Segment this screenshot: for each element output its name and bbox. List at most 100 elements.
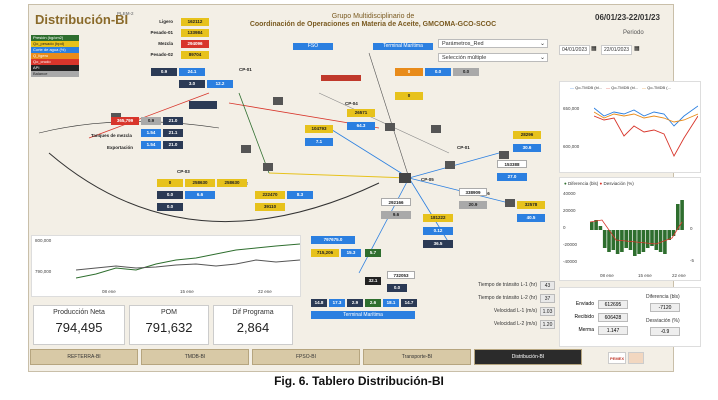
transit-label: Velocidad L-1 (m/s) [493, 308, 537, 314]
tab-refterra-bi[interactable]: REFTERRA-BI [30, 349, 138, 365]
platform-icon [445, 161, 455, 169]
multi-select[interactable]: Selección múltiple⌄ [438, 53, 548, 62]
pipeline-red [88, 92, 210, 139]
desviacion-line [589, 219, 683, 245]
tab-transporte-bi[interactable]: Transporte-BI [363, 349, 471, 365]
chevron-down-icon: ⌄ [539, 55, 545, 61]
value-box: 0.0 [387, 284, 407, 292]
value-box: 24.1 [179, 68, 205, 76]
trend-series-dark [76, 259, 300, 271]
tab-fpso-bi[interactable]: FPSO-BI [252, 349, 360, 365]
date-to-input[interactable]: 22/01/2023 [601, 45, 633, 55]
diferencia-bar [650, 230, 654, 246]
value-box: 0 [395, 92, 423, 100]
tank-value-box: 21.1 [163, 129, 183, 137]
value-box: 5.7 [365, 249, 381, 257]
value-box: 20.9 [459, 201, 487, 209]
tank-value-box: 0.9 [141, 117, 161, 125]
chevron-down-icon: ⌄ [539, 41, 545, 47]
line-legend-item: Qo-TMDB (bl... [611, 85, 639, 90]
y-label: 40000 [563, 191, 576, 196]
pipeline-yellow [268, 172, 410, 179]
transit-value: 1.20 [540, 320, 555, 329]
value-box: 26571 [347, 109, 375, 117]
fso-label: FSO [293, 43, 333, 50]
desviacion-label: Desviación (%) [646, 318, 680, 324]
line-series-orange [594, 111, 698, 123]
diferencia-bar [633, 230, 637, 256]
value-box: 7.1 [305, 138, 333, 146]
diferencia-bar [658, 230, 663, 252]
pipeline-arc [48, 152, 380, 222]
transit-value: 1.03 [540, 307, 555, 316]
value-box: 715,206 [311, 249, 339, 257]
terminal-bottom-label: Terminal Marítima [311, 311, 415, 319]
value-box: 8.3 [287, 191, 313, 199]
diferencia-bar [590, 222, 594, 230]
pipeline [318, 92, 450, 154]
value-box: 27.0 [497, 173, 527, 181]
pipeline-blue [358, 177, 410, 274]
tab-distribuci-n-bi[interactable]: Distribución-BI [474, 349, 582, 365]
diferencia-value: -7120 [650, 303, 680, 312]
transit-value: 37 [540, 294, 555, 303]
legend-item: Qo_crudo [31, 59, 79, 65]
tank-value-box: 21.0 [163, 117, 183, 125]
value-box: 0 [157, 179, 183, 187]
param-select[interactable]: Parámetros_Red⌄ [438, 39, 548, 48]
platform-icon [241, 145, 251, 153]
tank-value-box: 1.54 [141, 129, 161, 137]
y-label: 0 [563, 225, 566, 230]
value-box: 258630 [185, 179, 215, 187]
seal-logo [628, 352, 644, 364]
platform-icon [385, 123, 395, 131]
value-box: 0.9 [151, 68, 177, 76]
pipeline-green [238, 92, 270, 174]
value-box: 15.3 [341, 249, 361, 257]
platform-icon [189, 101, 217, 109]
qo-tmdb-line-chart: — Qo-TMDB (bl...— Qo-TMDB (bl...— Qo-TMD… [559, 81, 701, 173]
value-box: 0.12 [423, 227, 453, 235]
transit-label: Tiempo de tránsito L-1 (hr) [477, 282, 537, 288]
diferencia-bar-chart: ● Diferencia (bls) ● Desviación (%) 4000… [559, 177, 701, 281]
platform-icon [399, 173, 411, 183]
calendar-icon[interactable]: ▦ [634, 46, 640, 52]
diferencia-bar [594, 220, 598, 230]
value-box: 36.5 [423, 240, 453, 248]
calendar-icon[interactable]: ▦ [591, 46, 597, 52]
value-box: 12.2 [207, 80, 233, 88]
fso-ship-icon [321, 75, 361, 81]
diferencia-bar [628, 230, 633, 250]
value-box: 64.3 [347, 122, 375, 130]
diferencia-bar [598, 226, 603, 230]
network-map [38, 52, 515, 274]
legend-item: Presión (kg/cm2) [31, 35, 79, 41]
platform-icon [263, 163, 273, 171]
diferencia-bar [607, 230, 611, 252]
value-box: 0.0 [425, 68, 451, 76]
x-label: 15 ene [638, 273, 652, 278]
pipeline [368, 52, 410, 179]
exportacion-label: Exportación [107, 145, 134, 150]
value-box: 222470 [255, 191, 285, 199]
y-label: 790,000 [35, 269, 52, 274]
product-label: Ligero [159, 19, 173, 24]
bottom-value-box: 14.8 [311, 299, 327, 307]
diferencia-bar [611, 230, 616, 250]
y-label: 800,000 [35, 238, 52, 243]
trend-series-green [76, 243, 300, 279]
platform-icon [431, 125, 441, 133]
value-box: 3.0 [179, 80, 205, 88]
date-from-input[interactable]: 04/01/2023 [559, 45, 591, 55]
kpi-dif-programa: Dif Programa 2,864 [213, 305, 293, 345]
line-legend: — Qo-TMDB (bl...— Qo-TMDB (bl...— Qo-TMD… [570, 85, 675, 90]
bottom-value-box: 14.7 [401, 299, 417, 307]
value-box: 797675.0 [311, 236, 355, 244]
tab-tmdb-bi[interactable]: TMDB-BI [141, 349, 249, 365]
value-box: 0.0 [453, 68, 479, 76]
value-box: 181222 [423, 214, 453, 222]
bottom-value-box: 2.6 [365, 299, 381, 307]
diferencia-bar [602, 230, 607, 248]
period-label: Periodo [623, 30, 644, 36]
transit-value: 43 [540, 281, 555, 290]
